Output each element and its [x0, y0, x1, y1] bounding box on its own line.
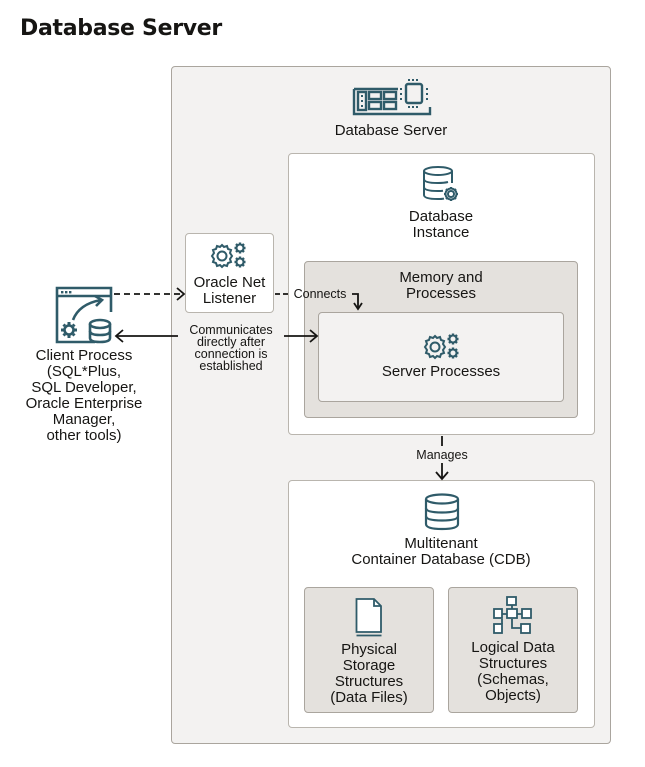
logical-data-label: Logical Data Structures (Schemas, Object…: [448, 640, 578, 704]
server-hardware-icon: [352, 79, 432, 116]
server-processes-label: Server Processes: [381, 363, 501, 380]
database-instance-label-line1: Database: [408, 208, 474, 225]
client-label-line: Client Process: [35, 347, 133, 364]
cdb-label: Multitenant Container Database (CDB): [320, 536, 562, 568]
client-label-line: Oracle Enterprise: [25, 395, 143, 412]
client-label-line: SQL Developer,: [31, 379, 137, 396]
logical-label-line: Logical Data: [471, 639, 555, 656]
client-app-icon: [55, 286, 113, 344]
client-to-listener-arrowhead: [176, 287, 186, 301]
database-server-label: Database Server: [334, 122, 448, 139]
communicates-label-line: directly after: [196, 335, 266, 349]
communicates-label-line: established: [199, 359, 263, 373]
connects-arrow-tail: [352, 293, 359, 308]
client-label-line: (SQL*Plus,: [46, 363, 122, 380]
logical-label-line: (Schemas,: [477, 671, 549, 688]
manages-arrowhead: [435, 471, 449, 481]
cdb-label-line2: Container Database (CDB): [351, 551, 531, 568]
physical-label-line: Physical: [341, 641, 397, 658]
database-gear-icon: [423, 166, 458, 201]
communicates-label-line: connection is: [194, 347, 268, 361]
physical-label-line: Structures: [334, 673, 404, 690]
hierarchy-icon: [493, 596, 532, 634]
manages-label: Manages: [416, 448, 468, 462]
logical-label-line: Structures: [478, 655, 548, 672]
communicates-label-line: Communicates: [189, 323, 273, 337]
page-title: Database Server: [20, 16, 222, 41]
communicates-label: Communicates directly after connection i…: [178, 323, 284, 373]
logical-label-line: Objects): [485, 687, 541, 704]
communicates-arrowhead-right: [309, 329, 319, 343]
database-instance-label: Database Instance: [391, 209, 491, 241]
cdb-label-line1: Multitenant: [404, 535, 478, 552]
gears-icon: [210, 242, 246, 269]
listener-box: [185, 233, 274, 313]
memory-processes-label: Memory and Processes: [389, 270, 493, 302]
listener-label-line2: Listener: [202, 290, 257, 307]
physical-storage-label: Physical Storage Structures (Data Files): [304, 642, 434, 706]
gears-icon: [423, 333, 459, 360]
memory-processes-label-line2: Processes: [405, 285, 477, 302]
document-icon: [355, 598, 382, 637]
memory-processes-label-line1: Memory and: [399, 269, 483, 286]
physical-label-line: (Data Files): [330, 689, 408, 706]
communicates-arrowhead-left: [114, 329, 124, 343]
database-icon: [424, 493, 460, 531]
listener-label-line1: Oracle Net: [193, 274, 266, 291]
client-label-line: Manager,: [52, 411, 116, 428]
client-process-label: Client Process (SQL*Plus, SQL Developer,…: [4, 348, 164, 444]
physical-label-line: Storage: [342, 657, 396, 674]
database-instance-label-line2: Instance: [412, 224, 470, 241]
listener-label: Oracle Net Listener: [185, 275, 274, 307]
connects-arrowhead: [353, 302, 363, 311]
client-label-line: other tools): [46, 427, 122, 444]
logical-data-box: [448, 587, 578, 713]
connects-label: Connects: [293, 287, 347, 301]
